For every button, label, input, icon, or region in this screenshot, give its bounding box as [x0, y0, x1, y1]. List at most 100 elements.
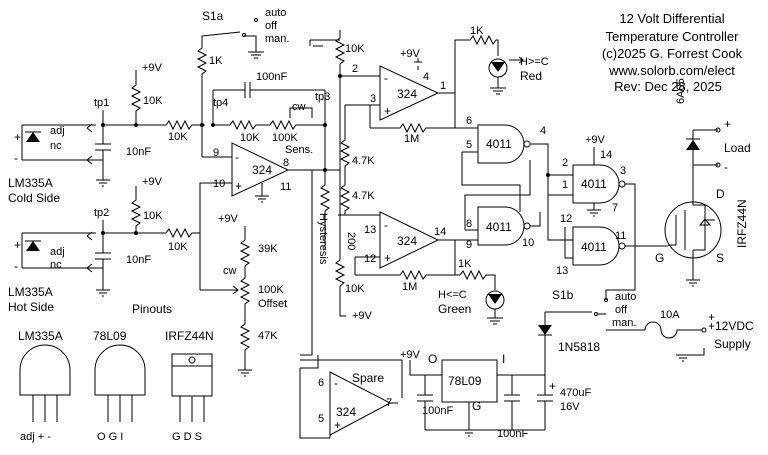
pin-14: 14 [434, 226, 446, 238]
nand-gate-a [477, 124, 525, 164]
fuse-label: 10A [660, 309, 680, 321]
cold-v9-label: +9V [142, 62, 163, 74]
sens-pot-value: 100K [272, 132, 298, 144]
opamp-spare-minus: - [334, 376, 338, 390]
opamp-u1d-plus: + [384, 251, 391, 265]
u1d-feedback-label: 1M [402, 281, 417, 293]
nand-gate-b [477, 206, 525, 246]
pinout-fet-body [171, 365, 213, 397]
red-led-resistor [454, 34, 499, 93]
green-resistor-label: 1K [458, 258, 472, 270]
opamp-u1d-minus: - [384, 218, 388, 232]
mosfet-drain-label: D [716, 187, 725, 201]
s1b-off-label: off [615, 304, 628, 316]
tp1-label: tp1 [94, 97, 109, 109]
offset-pot-label: Offset [258, 298, 287, 310]
offset-pot-100k [239, 268, 251, 316]
opamp-u1a-part: 324 [397, 87, 417, 101]
regulator-pin-i: I [502, 352, 505, 366]
nand-c-pin-3: 3 [620, 165, 626, 177]
pin-4: 4 [423, 71, 429, 83]
hysteresis-pot-200 [319, 170, 331, 250]
hysteresis-label: Hysteresis [317, 213, 329, 265]
bulk-cap-plus: + [549, 379, 556, 393]
nand-v9-label: +9V [585, 134, 606, 146]
cold-zener-diode [26, 132, 40, 142]
offset-network: +9V 39K cw 100K Offset 47K [199, 183, 287, 377]
s1a-label: S1a [202, 9, 224, 23]
nand-a-pin-4: 4 [540, 125, 546, 137]
cold-pullup-resistor [130, 70, 142, 125]
divider-resistor-4k7-b [339, 178, 351, 215]
offset-39k-label: 39K [258, 243, 278, 255]
pin-10: 10 [213, 178, 225, 190]
tp2-label: tp2 [94, 207, 109, 219]
offset-47k-label: 47K [258, 330, 278, 342]
title-block: 12 Volt Differential Temperature Control… [602, 11, 743, 94]
green-led-condition: H<=C [438, 289, 467, 301]
supply-voltage-label: +12VDC [708, 319, 754, 333]
u1a-feedback-1m [370, 93, 456, 134]
hysteresis-value: 200 [345, 232, 357, 250]
red-led-condition: H>=C [520, 56, 549, 68]
regulator-v9-label: +9V [400, 349, 421, 361]
cold-pullup-label: 10K [143, 95, 163, 107]
pin-9: 9 [213, 147, 219, 159]
pinout-lm335-body [19, 344, 71, 396]
cold-minus-label: - [14, 151, 18, 165]
opamp-u1d-body [379, 211, 440, 269]
cold-sensor-section: + - adj nc LM335A Cold Side 10nF tp1 +9V… [8, 62, 205, 205]
feedback-cap-100nf [213, 82, 325, 98]
nand-c-pin-7: 7 [612, 202, 618, 214]
nand-d-pin-13: 13 [556, 265, 568, 277]
offset-cw-label: cw [223, 265, 237, 277]
sens-pot-label: Sens. [285, 144, 313, 156]
cold-series-resistor [165, 119, 205, 131]
regulator-pin-g: G [472, 399, 481, 413]
red-led-label: Red [520, 69, 542, 83]
nand-d-pin-11: 11 [615, 230, 626, 242]
opamp-u1c: 324 - + 9 10 11 8 [199, 123, 340, 233]
offset-resistor-47k [238, 316, 252, 377]
nand-b-pin-10: 10 [522, 237, 534, 249]
nand-gate-d-part: 4011 [581, 240, 607, 254]
title-line-3: (c)2025 G. Forrest Cook [602, 46, 743, 61]
nand-c-pin-2: 2 [562, 157, 568, 169]
load-plus-label: + [724, 117, 731, 131]
opamp-u1c-part: 324 [252, 163, 272, 177]
reg-bulk-cap [537, 375, 553, 430]
nand-c-pin-1: 1 [562, 179, 568, 191]
nand-a-pin-5: 5 [466, 139, 472, 151]
load-label: Load [724, 141, 751, 155]
cold-sensor-side: Cold Side [8, 191, 60, 205]
divider-resistor-10k-bottom [334, 76, 346, 310]
pinout-fet-name: IRFZ44N [165, 329, 214, 343]
schottky-diode-icon [538, 325, 552, 335]
reg-in-cap [504, 375, 520, 430]
nand-b-pin-9: 9 [466, 239, 472, 251]
pinouts-section: Pinouts LM335A adj + - 78L09 O G I IRFZ4… [18, 302, 214, 443]
opamp-u1c-minus: - [235, 150, 239, 164]
s1a-auto-label: auto [265, 7, 286, 19]
nand-gates: 4011 6 5 4 4011 8 9 10 4011 2 1 3 14 7 +… [455, 115, 668, 277]
hot-sensor-side: Hot Side [8, 300, 54, 314]
power-section: S1b auto off man. 1N5818 10A + +12VDC Su… [400, 245, 754, 440]
pinout-reg-body [94, 344, 146, 396]
feedback-cap-label: 100nF [256, 71, 287, 83]
offset-resistor-39k [239, 226, 251, 268]
pinout-lm335-pins: adj + - [20, 431, 51, 443]
feedback-10k-label: 10K [240, 132, 260, 144]
pinout-lm335-name: LM335A [18, 329, 63, 343]
u1d-feedback-1m [355, 240, 456, 281]
divider-top-label: 10K [345, 43, 365, 55]
opamp-u1d: 324 - + 13 12 14 1M 1K H<=C Green [354, 211, 505, 325]
title-line-5: Rev: Dec 28, 2025 [614, 79, 722, 94]
cold-connectors [86, 123, 93, 165]
u1a-feedback-label: 1M [404, 133, 419, 145]
flyback-diode-label: 6A05 [675, 78, 687, 104]
hot-pullup-resistor [130, 186, 142, 233]
opamp-spare-body [329, 371, 392, 436]
hot-nc-label: nc [50, 259, 62, 271]
hot-cap-label: 10nF [126, 254, 151, 266]
opamp-u1a-minus: - [384, 71, 388, 85]
